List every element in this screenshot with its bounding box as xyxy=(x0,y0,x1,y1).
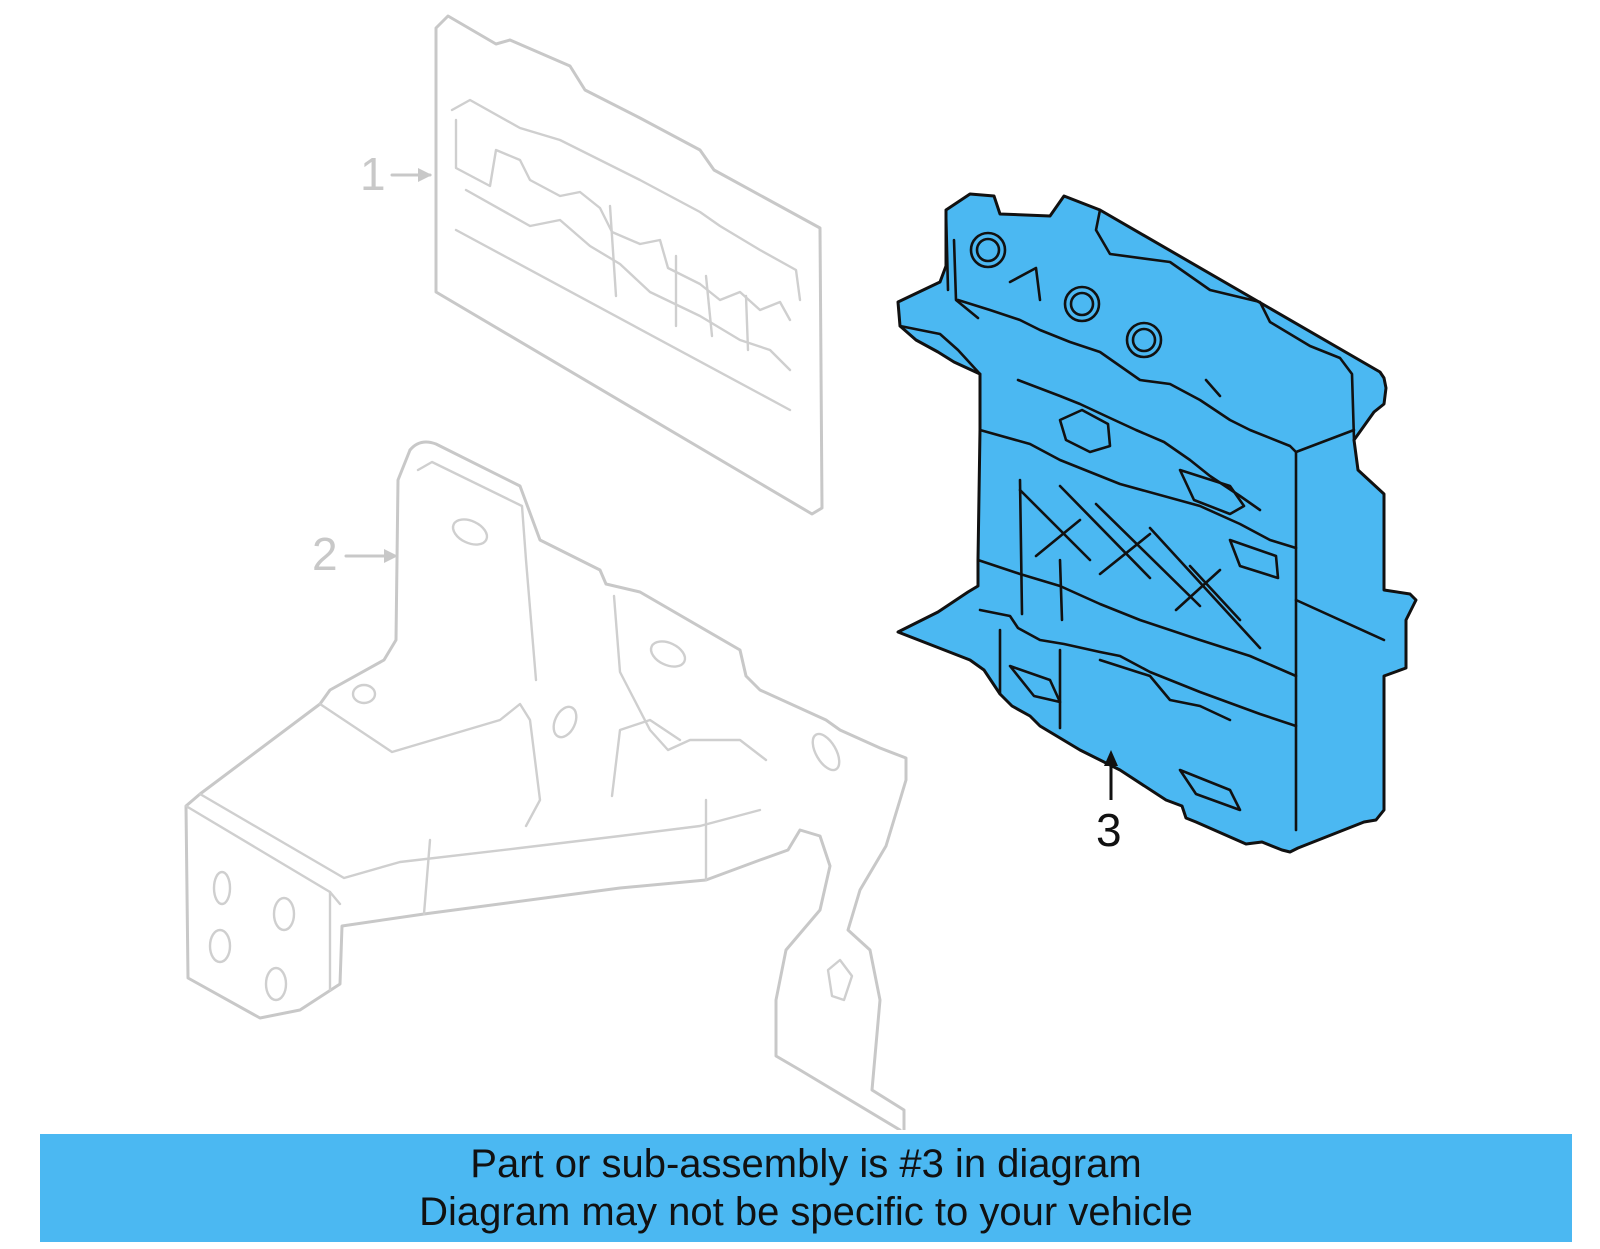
part-1-panel xyxy=(434,14,824,516)
part-2-bracket xyxy=(184,440,908,1130)
callout-1-number: 1 xyxy=(360,148,386,200)
info-banner: Part or sub-assembly is #3 in diagram Di… xyxy=(40,1134,1572,1242)
callout-3: 3 xyxy=(1096,750,1122,856)
part-3-module-bracket xyxy=(896,192,1418,854)
callout-2-number: 2 xyxy=(312,528,338,580)
callout-2: 2 xyxy=(312,528,398,580)
callout-3-number: 3 xyxy=(1096,804,1122,856)
banner-line-disclaimer: Diagram may not be specific to your vehi… xyxy=(419,1190,1193,1234)
banner-line-part-number: Part or sub-assembly is #3 in diagram xyxy=(470,1142,1142,1186)
parts-diagram: 1 2 3 xyxy=(184,14,1418,1130)
callout-1: 1 xyxy=(360,148,432,200)
